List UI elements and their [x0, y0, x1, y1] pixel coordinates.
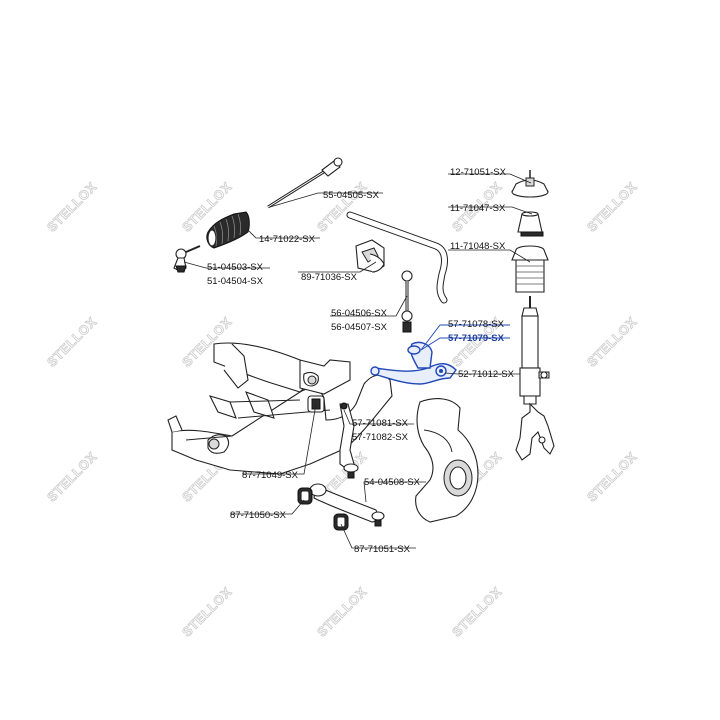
watermark-text: STELLOX [584, 179, 639, 234]
label-89-71036[interactable]: 89-71036-SX [301, 272, 358, 283]
protective-boot-part [511, 245, 549, 293]
label-57-71082[interactable]: 57-71082-SX [352, 432, 409, 443]
part-labels: 12-71051-SX 55-04505-SX 11-71047-SX 14-7… [207, 167, 515, 555]
watermark-text: STELLOX [584, 449, 639, 504]
tie-rod-end-part [173, 245, 201, 273]
leader-lines [183, 173, 533, 549]
strut-mount-part [511, 170, 549, 198]
steering-boot-part [206, 211, 250, 249]
tie-rod-part [267, 157, 343, 209]
label-52-71012[interactable]: 52-71012-SX [458, 369, 515, 380]
watermark-text: STELLOX [44, 179, 99, 234]
watermark-text: STELLOX [179, 584, 234, 639]
watermark-text: STELLOX [584, 314, 639, 369]
tension-rod-part [309, 483, 385, 527]
label-54-04508[interactable]: 54-04508-SX [364, 477, 421, 488]
label-56-04507[interactable]: 56-04507-SX [331, 322, 388, 333]
label-55-04505[interactable]: 55-04505-SX [323, 190, 380, 201]
label-14-71022[interactable]: 14-71022-SX [259, 234, 316, 245]
watermark-text: STELLOX [44, 314, 99, 369]
label-87-71049[interactable]: 87-71049-SX [242, 470, 299, 481]
watermark-text: STELLOX [44, 449, 99, 504]
label-87-71050[interactable]: 87-71050-SX [230, 510, 287, 521]
bushing-87-71051-part [333, 513, 349, 531]
steering-knuckle-part [415, 398, 479, 523]
shock-absorber-part [515, 296, 555, 461]
label-87-71051[interactable]: 87-71051-SX [354, 544, 411, 555]
watermark-text: STELLOX [449, 584, 504, 639]
label-11-71047[interactable]: 11-71047-SX [450, 203, 506, 214]
upper-control-arm-part [370, 341, 457, 385]
label-51-04504[interactable]: 51-04504-SX [207, 276, 264, 287]
bump-stop-part [517, 211, 544, 237]
label-57-71079[interactable]: 57-71079-SX [448, 333, 505, 344]
bushing-87-71050-part [297, 487, 313, 505]
stabilizer-bar-part [346, 211, 448, 304]
label-57-71078[interactable]: 57-71078-SX [448, 319, 505, 330]
label-56-04506[interactable]: 56-04506-SX [331, 308, 388, 319]
lower-control-arm-part [339, 402, 359, 479]
watermark-text: STELLOX [314, 584, 369, 639]
label-57-71081[interactable]: 57-71081-SX [352, 418, 409, 429]
watermark-text: STELLOX [314, 179, 369, 234]
label-51-04503[interactable]: 51-04503-SX [207, 262, 264, 273]
label-11-71048[interactable]: 11-71048-SX [450, 241, 506, 252]
label-12-71051[interactable]: 12-71051-SX [450, 167, 507, 178]
stabilizer-link-part [401, 270, 413, 333]
subframe-part [167, 342, 393, 475]
